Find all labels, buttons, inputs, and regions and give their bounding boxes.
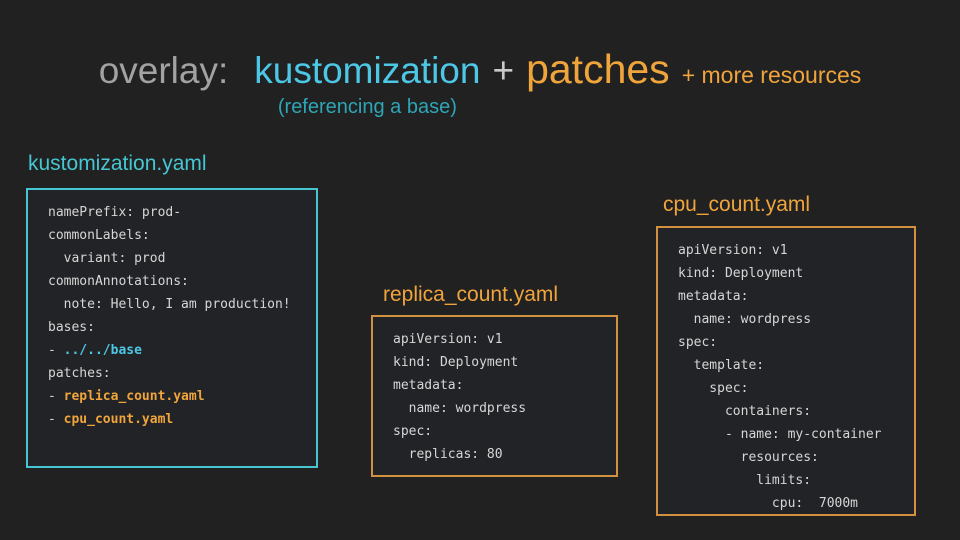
code-line: spec: bbox=[393, 420, 596, 443]
code-segment: commonLabels: bbox=[48, 228, 150, 243]
code-segment: apiVersion: v1 bbox=[678, 243, 788, 258]
title-patches-term: patches bbox=[526, 46, 670, 92]
code-segment: kind: Deployment bbox=[678, 266, 804, 281]
code-segment: namePrefix: prod- bbox=[48, 205, 182, 220]
slide-title: overlay: kustomization (referencing a base… bbox=[0, 46, 960, 118]
code-line: commonLabels: bbox=[48, 224, 296, 247]
title-plus-sign: + bbox=[492, 50, 515, 91]
code-segment: bases: bbox=[48, 320, 95, 335]
title-kustomization-term: kustomization (referencing a base) bbox=[254, 50, 481, 118]
code-segment: limits: bbox=[678, 473, 812, 488]
title-kustomization-text: kustomization bbox=[254, 50, 481, 91]
code-segment: - name: my-container bbox=[678, 427, 882, 442]
code-segment: variant: prod bbox=[48, 251, 166, 266]
code-line: - cpu_count.yaml bbox=[48, 408, 296, 431]
code-line: kind: Deployment bbox=[678, 262, 894, 285]
code-segment: name: wordpress bbox=[393, 401, 527, 416]
code-segment: - bbox=[48, 389, 64, 404]
code-line: note: Hello, I am production! bbox=[48, 293, 296, 316]
code-line: - name: my-container bbox=[678, 423, 894, 446]
code-line: kind: Deployment bbox=[393, 351, 596, 374]
title-subtitle: (referencing a base) bbox=[277, 96, 457, 118]
code-line: - replica_count.yaml bbox=[48, 385, 296, 408]
code-line: name: wordpress bbox=[678, 308, 894, 331]
code-segment: commonAnnotations: bbox=[48, 274, 189, 289]
code-line: apiVersion: v1 bbox=[393, 328, 596, 351]
code-line: patches: bbox=[48, 362, 296, 385]
code-line: spec: bbox=[678, 377, 894, 400]
code-segment: replica_count.yaml bbox=[63, 389, 205, 404]
code-line: containers: bbox=[678, 400, 894, 423]
code-line: namePrefix: prod- bbox=[48, 201, 296, 224]
code-segment: kind: Deployment bbox=[393, 355, 519, 370]
code-line: metadata: bbox=[678, 285, 894, 308]
code-line: metadata: bbox=[393, 374, 596, 397]
code-segment: name: wordpress bbox=[678, 312, 812, 327]
code-segment: note: Hello, I am production! bbox=[48, 297, 291, 312]
code-segment: metadata: bbox=[678, 289, 749, 304]
code-line: name: wordpress bbox=[393, 397, 596, 420]
code-line: template: bbox=[678, 354, 894, 377]
code-segment: containers: bbox=[678, 404, 812, 419]
code-segment: spec: bbox=[678, 381, 749, 396]
code-segment: patches: bbox=[48, 366, 111, 381]
code-segment: spec: bbox=[393, 424, 433, 439]
code-line: cpu: 7000m bbox=[678, 492, 894, 515]
code-line: resources: bbox=[678, 446, 894, 469]
code-segment: ../../base bbox=[63, 343, 142, 358]
code-segment: - bbox=[48, 343, 64, 358]
code-segment: replicas: 80 bbox=[393, 447, 503, 462]
code-line: limits: bbox=[678, 469, 894, 492]
code-segment: resources: bbox=[678, 450, 819, 465]
code-line: - ../../base bbox=[48, 339, 296, 362]
code-box-kustomization-yaml: namePrefix: prod-commonLabels: variant: … bbox=[26, 188, 318, 468]
code-segment: spec: bbox=[678, 335, 718, 350]
code-line: commonAnnotations: bbox=[48, 270, 296, 293]
code-segment: template: bbox=[678, 358, 765, 373]
title-overlay-label: overlay: bbox=[98, 50, 229, 91]
code-segment: - bbox=[48, 412, 64, 427]
panel-title-kustomization-yaml: kustomization.yaml bbox=[28, 152, 207, 175]
code-segment: cpu: 7000m bbox=[678, 496, 859, 511]
code-line: bases: bbox=[48, 316, 296, 339]
code-segment: apiVersion: v1 bbox=[393, 332, 503, 347]
code-line: spec: bbox=[678, 331, 894, 354]
panel-title-cpu-count-yaml: cpu_count.yaml bbox=[663, 193, 811, 216]
title-more-resources: + more resources bbox=[681, 62, 862, 88]
code-line: apiVersion: v1 bbox=[678, 239, 894, 262]
code-line: replicas: 80 bbox=[393, 443, 596, 466]
panel-title-replica-count-yaml: replica_count.yaml bbox=[383, 283, 559, 306]
code-line: variant: prod bbox=[48, 247, 296, 270]
code-segment: cpu_count.yaml bbox=[63, 412, 174, 427]
code-segment: metadata: bbox=[393, 378, 464, 393]
